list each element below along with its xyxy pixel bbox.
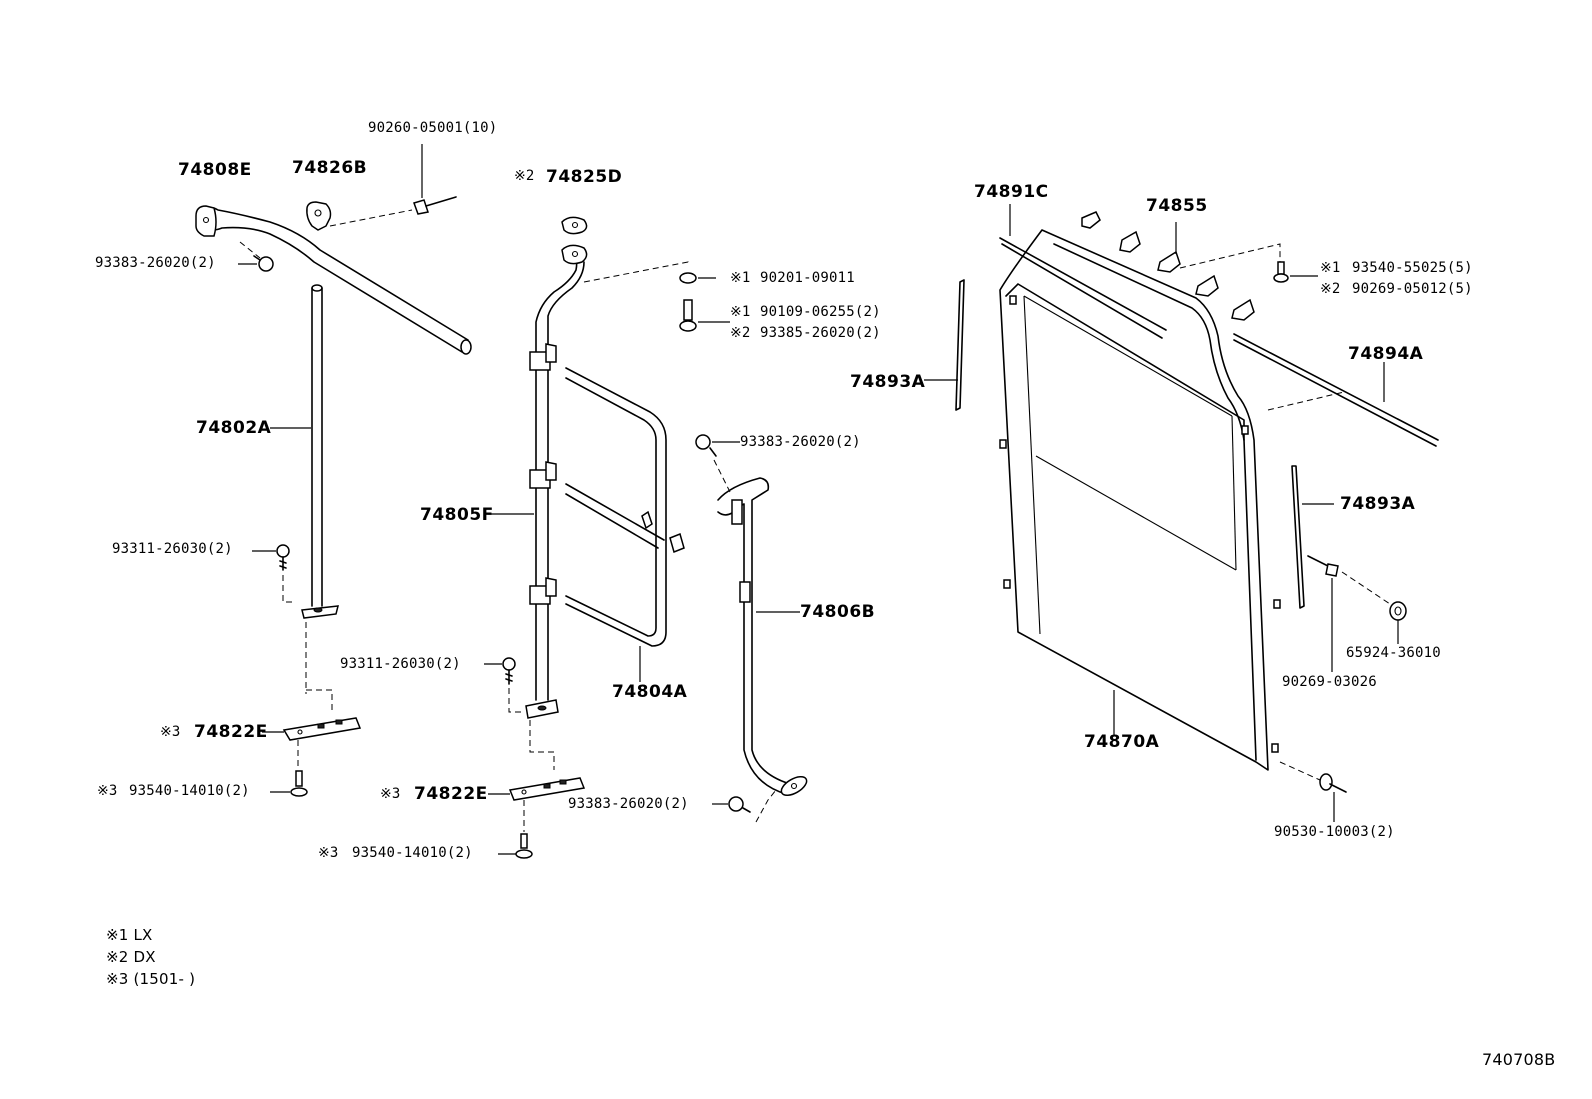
- label-65924-36010: 65924-36010: [1346, 645, 1441, 661]
- label-90109-06255: 90109-06255(2): [760, 304, 881, 320]
- bolt-93383-c: [712, 789, 777, 823]
- label-74806B: 74806B: [800, 602, 876, 622]
- label-93385-26020: 93385-26020(2): [760, 325, 881, 341]
- label-93383-26020-c: 93383-26020(2): [568, 796, 689, 812]
- screw-90269-03026: [1307, 555, 1339, 672]
- label-90530-10003: 90530-10003(2): [1274, 824, 1395, 840]
- label-93540-14010-a: 93540-14010(2): [129, 783, 250, 799]
- marker-3-a: ※3: [160, 724, 181, 740]
- bolt-90109: [679, 299, 730, 332]
- label-74825D: 74825D: [546, 167, 623, 187]
- marker-2-a: ※2: [514, 168, 535, 184]
- label-90269-05012: 90269-05012(5): [1352, 281, 1473, 297]
- label-74894A: 74894A: [1348, 344, 1424, 364]
- screw-93540-55025: [1273, 261, 1318, 283]
- label-74805F: 74805F: [420, 505, 494, 525]
- marker-2-c: ※2: [1320, 281, 1341, 297]
- strip-74894A: [1233, 333, 1439, 447]
- marker-1-b: ※1: [730, 304, 751, 320]
- label-74822E-a: 74822E: [194, 722, 268, 742]
- label-74802A: 74802A: [196, 418, 272, 438]
- screw-90260: [413, 144, 457, 215]
- screw-90530: [1319, 773, 1347, 822]
- legend-item-dx: ※2 DX: [106, 948, 156, 966]
- screw-93540-b: [498, 833, 533, 859]
- label-74893A-a: 74893A: [850, 372, 926, 392]
- label-74822E-b: 74822E: [414, 784, 488, 804]
- marker-1-c: ※1: [1320, 260, 1341, 276]
- marker-1-a: ※1: [730, 270, 751, 286]
- bracket-74822E-a: [262, 717, 362, 741]
- label-90201-09011: 90201-09011: [760, 270, 855, 286]
- label-74808E: 74808E: [178, 160, 252, 180]
- clips-74855: [1081, 211, 1255, 321]
- nut-90201: [679, 272, 716, 284]
- label-93383-26020-b: 93383-26020(2): [740, 434, 861, 450]
- label-93540-14010-b: 93540-14010(2): [352, 845, 473, 861]
- rod-74806B: [717, 477, 808, 797]
- marker-3-c: ※3: [380, 786, 401, 802]
- rod-74802A: [270, 284, 339, 619]
- bar-74808E: [195, 205, 472, 355]
- label-74891C: 74891C: [974, 182, 1049, 202]
- label-74855: 74855: [1146, 196, 1208, 216]
- label-74870A: 74870A: [1084, 732, 1160, 752]
- strip-74893A-a: [924, 279, 965, 411]
- marker-3-d: ※3: [318, 845, 339, 861]
- label-93311-26030-a: 93311-26030(2): [112, 541, 233, 557]
- clip-74826B: [306, 201, 332, 231]
- strip-74893A-b: [1291, 465, 1334, 609]
- handle-74804A: [565, 367, 685, 682]
- cap-65924: [1389, 601, 1407, 644]
- label-93311-26030-b: 93311-26030(2): [340, 656, 461, 672]
- label-93540-55025: 93540-55025(5): [1352, 260, 1473, 276]
- marker-3-b: ※3: [97, 783, 118, 799]
- label-74893A-b: 74893A: [1340, 494, 1416, 514]
- screw-93311-a: [252, 544, 296, 603]
- frame-74805F: [488, 244, 588, 719]
- marker-2-b: ※2: [730, 325, 751, 341]
- label-90269-03026: 90269-03026: [1282, 674, 1377, 690]
- figure-code: 740708B: [1482, 1050, 1556, 1069]
- label-90260-05001: 90260-05001(10): [368, 120, 498, 136]
- label-74804A: 74804A: [612, 682, 688, 702]
- pad-74825D: [561, 216, 588, 235]
- door-74870A: [999, 229, 1281, 771]
- bolt-93383-b: [695, 434, 740, 493]
- bolt-93383-a: [238, 255, 274, 272]
- bracket-74822E-b: [488, 777, 586, 801]
- label-74826B: 74826B: [292, 158, 368, 178]
- screw-93311-b: [484, 657, 522, 713]
- legend-item-lx: ※1 LX: [106, 926, 153, 944]
- legend-item-date: ※3 (1501- ): [106, 970, 196, 988]
- strip-74891C: [999, 204, 1167, 339]
- screw-93540-a: [270, 770, 308, 797]
- label-93383-26020-a: 93383-26020(2): [95, 255, 216, 271]
